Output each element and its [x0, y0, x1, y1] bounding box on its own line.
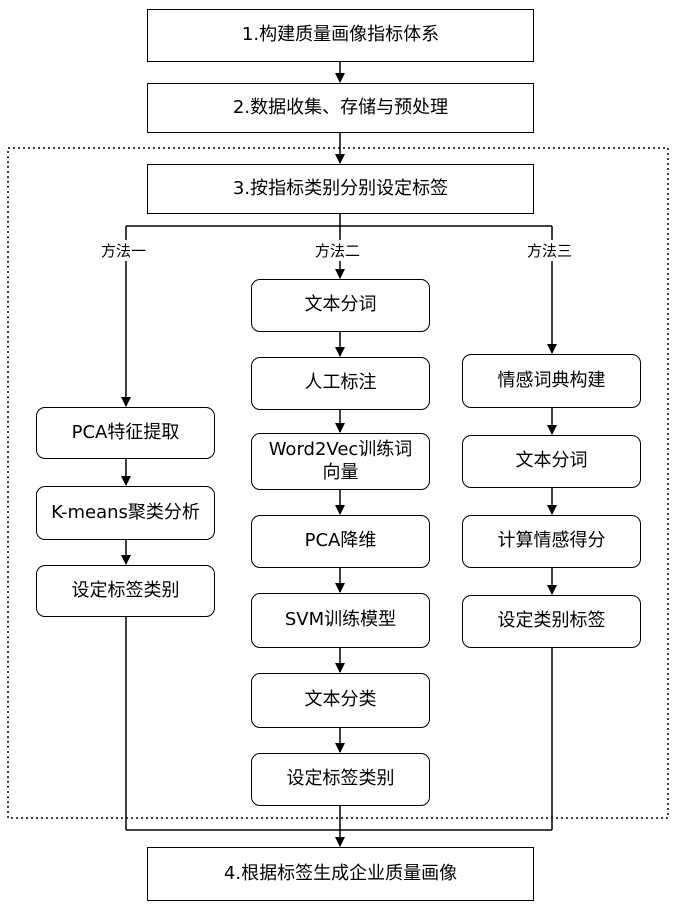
method-1-label: 方法一 [98, 240, 149, 261]
step-3-box: 3.按指标类别分别设定标签 [147, 164, 534, 214]
step-4-label: 4.根据标签生成企业质量画像 [224, 863, 457, 886]
method-3-step-4: 设定类别标签 [462, 595, 641, 648]
method-1-step-1: PCA特征提取 [36, 407, 215, 459]
method-2-step-4: PCA降维 [251, 515, 430, 568]
method-3-step-2: 文本分词 [462, 435, 641, 488]
step-2-label: 2.数据收集、存储与预处理 [233, 97, 448, 120]
method-2-step-7: 设定标签类别 [251, 753, 430, 806]
method-3-label: 方法三 [524, 240, 575, 261]
step-4-box: 4.根据标签生成企业质量画像 [147, 847, 534, 901]
method-2-step-2: 人工标注 [251, 357, 430, 410]
step-1-box: 1.构建质量画像指标体系 [147, 9, 534, 62]
method-2-step-1: 文本分词 [251, 279, 430, 332]
method-1-step-2: K-means聚类分析 [36, 486, 215, 540]
method-1-step-3: 设定标签类别 [36, 565, 215, 617]
method-3-step-1: 情感词典构建 [462, 354, 641, 408]
step-3-label: 3.按指标类别分别设定标签 [233, 178, 448, 201]
step-2-box: 2.数据收集、存储与预处理 [147, 83, 534, 133]
method-2-label: 方法二 [312, 240, 363, 261]
step-1-label: 1.构建质量画像指标体系 [242, 24, 439, 47]
method-2-step-6: 文本分类 [251, 673, 430, 728]
method-2-step-5: SVM训练模型 [251, 593, 430, 648]
method-2-step-3: Word2Vec训练词向量 [251, 433, 430, 490]
method-3-step-3: 计算情感得分 [462, 515, 641, 568]
